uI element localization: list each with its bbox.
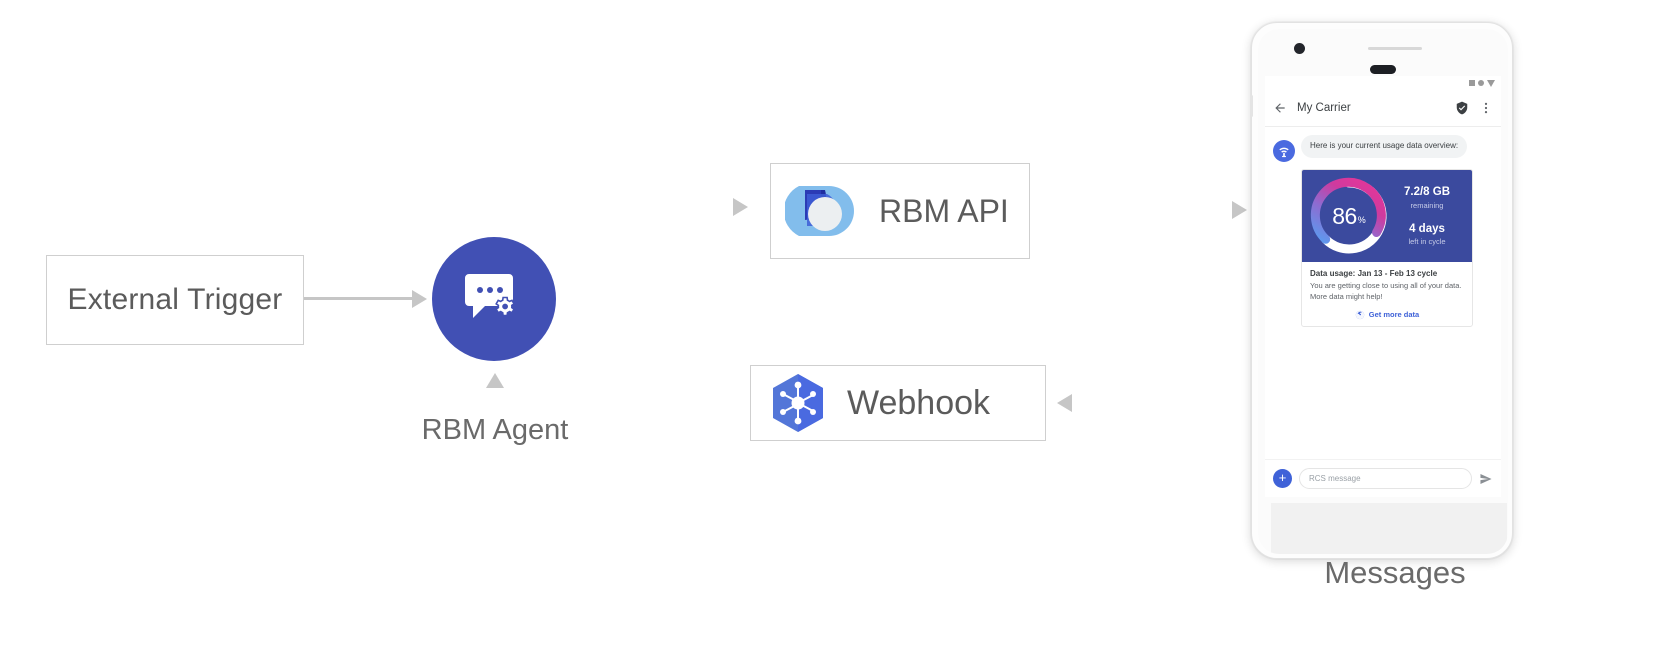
incoming-message-row: Here is your current usage data overview… [1273,135,1493,162]
node-external-trigger[interactable]: External Trigger [46,255,304,345]
incoming-message-bubble: Here is your current usage data overview… [1301,135,1468,158]
globe-icon [1355,310,1364,319]
webhook-label: Webhook [847,383,991,422]
app-bar: My Carrier [1265,90,1501,127]
connector-webhook-to-agent-arrowhead [486,373,504,388]
rbm-agent-label: RBM Agent [421,414,569,446]
rich-card-hero: 86% 7.2/8 GB remaining 4 days left in cy… [1302,170,1472,262]
phone-device: My Carrier [1250,22,1513,559]
data-remaining-block: 7.2/8 GB remaining [1390,186,1464,209]
data-remaining-caption: remaining [1410,200,1444,210]
connector-trigger-to-agent [304,297,414,300]
messages-label: Messages [1324,555,1466,590]
app-bar-title: My Carrier [1297,102,1351,114]
status-bar [1265,76,1501,90]
rbm-droplet-icon [785,186,854,236]
signal-square-icon [1469,80,1475,86]
rcs-message-input[interactable]: RCS message [1299,468,1472,489]
connector-webhook-to-agent [0,47,258,50]
connector-trigger-to-agent-arrowhead [412,290,427,308]
data-remaining-value: 7.2/8 GB [1403,186,1451,199]
node-rbm-agent[interactable] [432,237,556,361]
days-left-block: 4 days left in cycle [1390,223,1464,246]
days-left-value: 4 days [1409,222,1445,235]
phone-chin [1271,503,1507,554]
more-vert-icon[interactable] [1479,101,1493,115]
hero-stats: 7.2/8 GB remaining 4 days left in cycle [1390,186,1472,245]
connector-webhook-to-agent-vertical [0,50,3,65]
connector-rbmapi-to-phone-arrowhead [1232,201,1247,219]
phone-side-button[interactable] [1250,95,1253,117]
phone-earpiece [1370,65,1396,74]
connector-agent-to-rbmapi-arrowhead [733,198,748,216]
gauge-percent-symbol: % [1357,214,1366,225]
get-more-data-label: Get more data [1368,310,1420,320]
phone-screen: My Carrier [1265,76,1501,497]
external-trigger-label: External Trigger [67,283,283,316]
phone-speaker [1368,47,1422,50]
webhook-hexagon-icon [773,374,823,432]
carrier-wifi-avatar-icon [1273,140,1295,162]
message-composer: + RCS message [1265,459,1501,497]
verified-shield-icon[interactable] [1455,101,1469,115]
node-webhook[interactable]: Webhook [750,365,1046,441]
message-thread: Here is your current usage data overview… [1265,127,1501,459]
connector-agent-up [0,0,3,38]
back-arrow-icon[interactable] [1273,101,1287,115]
gauge-percent-value: 86 [1332,202,1357,229]
plus-icon[interactable]: + [1273,469,1292,488]
rbm-api-label: RBM API [879,192,1009,229]
rich-card[interactable]: 86% 7.2/8 GB remaining 4 days left in cy… [1301,169,1473,327]
days-left-caption: left in cycle [1408,236,1446,246]
get-more-data-button[interactable]: Get more data [1310,310,1464,320]
phone-camera [1294,43,1305,54]
send-icon[interactable] [1479,472,1493,486]
node-rbm-api[interactable]: RBM API [770,163,1030,259]
connector-phone-to-webhook-arrowhead [1057,394,1072,412]
battery-triangle-icon [1487,79,1495,87]
data-usage-gauge: 86% [1308,175,1390,257]
gauge-percent-readout: 86% [1308,175,1390,257]
rich-card-title: Data usage: Jan 13 - Feb 13 cycle [1310,269,1438,278]
signal-dot-icon [1478,80,1484,86]
rich-card-body: Data usage: Jan 13 - Feb 13 cycle You ar… [1302,262,1472,326]
chat-gear-icon [465,274,516,318]
rich-card-description: You are getting close to using all of yo… [1310,281,1462,301]
